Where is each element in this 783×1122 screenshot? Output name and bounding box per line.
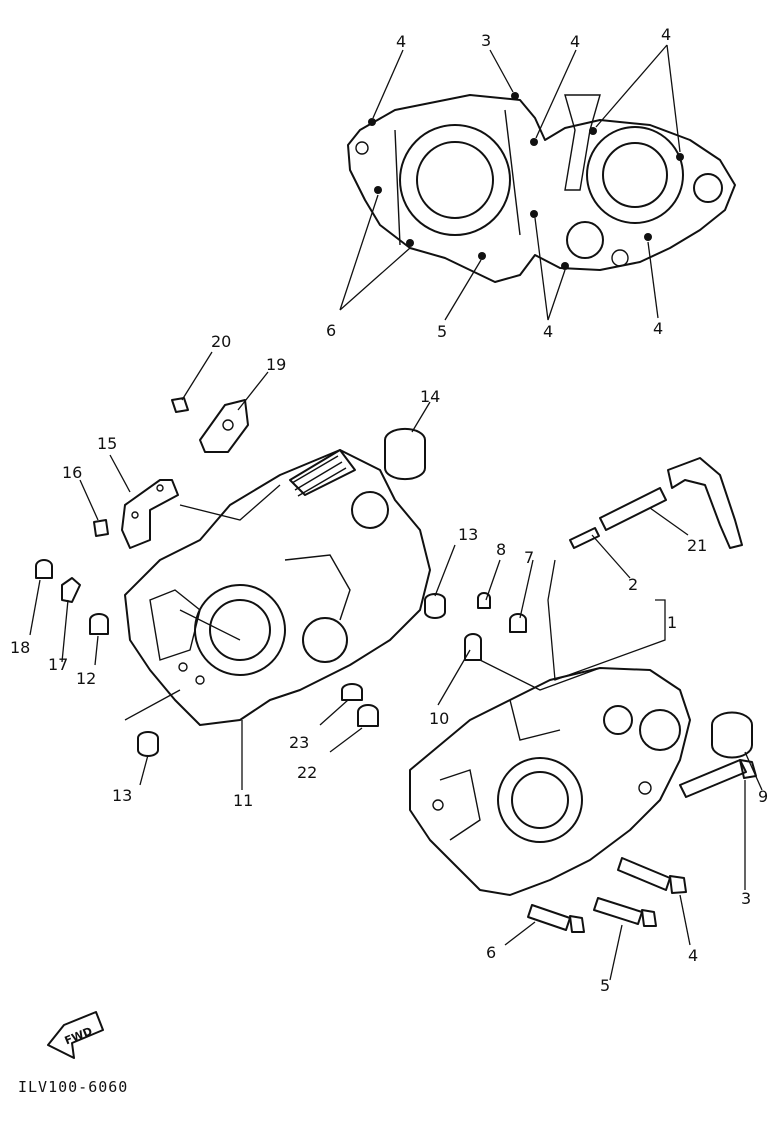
callout-9: 19: [266, 355, 286, 374]
callout-21: 12: [76, 669, 96, 688]
callout-12: 16: [62, 463, 82, 482]
callout-22: 10: [429, 709, 449, 728]
callout-29: 4: [688, 946, 698, 965]
right-crankcase-half: [409, 667, 691, 896]
callout-17: 21: [687, 536, 707, 555]
callout-11: 15: [97, 434, 117, 453]
upper-leaders: [339, 44, 681, 321]
callout-8: 20: [211, 332, 231, 351]
left-leaders: [29, 351, 456, 790]
left-crankcase-half: [124, 449, 431, 726]
callout-1: 3: [481, 31, 491, 50]
forward-arrow: FWD: [47, 1011, 104, 1059]
callout-30: 6: [486, 943, 496, 962]
right-small-parts: [464, 457, 757, 933]
callout-2: 4: [570, 32, 580, 51]
callout-23: 23: [289, 733, 309, 752]
callout-31: 5: [600, 976, 610, 995]
callout-20: 17: [48, 655, 68, 674]
callout-0: 4: [396, 32, 406, 51]
callout-10: 14: [420, 387, 440, 406]
callout-6: 4: [543, 322, 553, 341]
callout-3: 4: [661, 25, 671, 44]
callout-26: 11: [233, 791, 253, 810]
callout-18: 1: [667, 613, 677, 632]
callout-4: 6: [326, 321, 336, 340]
callout-25: 13: [112, 786, 132, 805]
callout-numbers: 4 3 4 4 6 5 4 4 20 19 14 15 16 13 8 7 2 …: [10, 25, 768, 995]
callout-19: 18: [10, 638, 30, 657]
left-small-parts: [35, 397, 446, 757]
fwd-label: FWD: [63, 1025, 95, 1048]
right-leaders: [437, 507, 763, 981]
callout-13: 13: [458, 525, 478, 544]
upper-crankcase-view: [347, 92, 736, 283]
callout-28: 3: [741, 889, 751, 908]
callout-27: 9: [758, 787, 768, 806]
callout-5: 5: [437, 322, 447, 341]
callout-7: 4: [653, 319, 663, 338]
callout-24: 22: [297, 763, 317, 782]
figure-code: ILV100-6060: [18, 1078, 128, 1096]
callout-15: 7: [524, 548, 534, 567]
callout-16: 2: [628, 575, 638, 594]
callout-14: 8: [496, 540, 506, 559]
